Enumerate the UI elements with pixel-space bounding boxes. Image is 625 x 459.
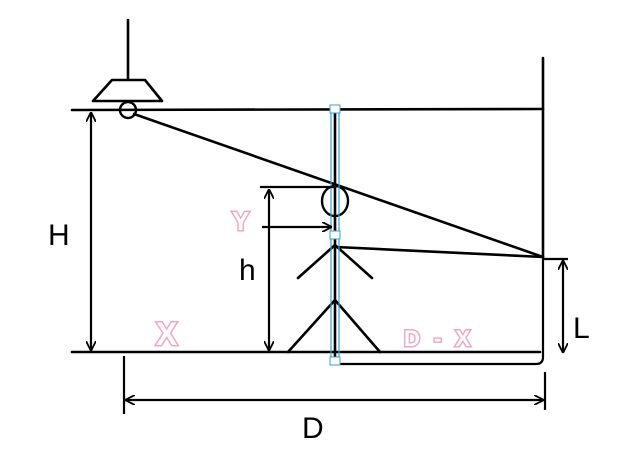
shadow-ray [334,245,545,259]
ceiling-line [70,107,545,112]
lamp [91,18,164,120]
selection-handle[interactable] [329,230,341,240]
label-D-minus-X: D - X [404,326,474,351]
person-leg-left [286,298,337,354]
dimension-h [260,185,335,350]
label-L: L [573,312,590,345]
selection-handle[interactable] [329,356,341,366]
selection-handle[interactable] [329,104,341,114]
wall-shadow-L [334,257,545,366]
person-leg-right [333,298,382,354]
label-h: h [239,254,256,287]
lamp-shade [91,78,164,103]
label-H: H [48,219,70,252]
label-Y: Y [232,206,249,236]
label-D: D [302,412,324,445]
dimension-L [543,257,568,352]
dimension-D [122,356,547,414]
label-X: X [156,316,178,352]
person-arm-right [333,243,374,280]
person-arm-left [296,243,337,280]
person [286,104,382,366]
